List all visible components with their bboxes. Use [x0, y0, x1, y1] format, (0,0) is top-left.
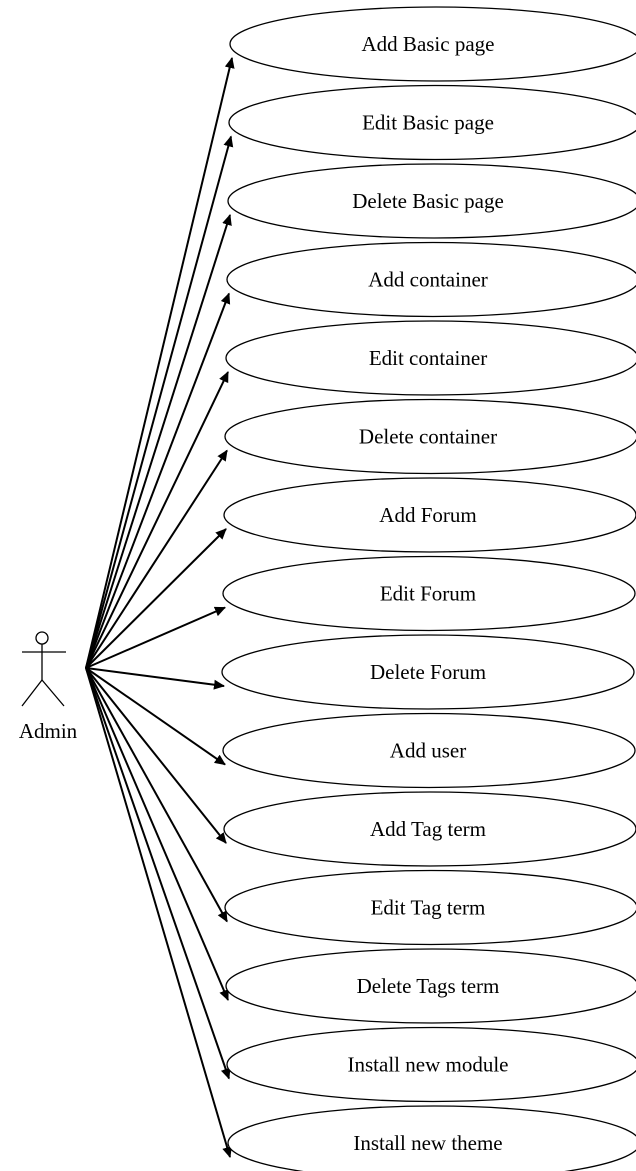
admin-actor: Admin	[19, 631, 78, 743]
use-case-delete-tags-term: Delete Tags term	[225, 948, 636, 1024]
use-case-label: Delete Basic page	[352, 189, 504, 213]
use-case-ellipse	[225, 948, 636, 1024]
use-case-label: Install new theme	[353, 1131, 502, 1155]
use-case-edit-forum: Edit Forum	[222, 555, 636, 632]
associations	[85, 57, 235, 1158]
use-case-ellipse	[223, 791, 636, 867]
use-case-ellipse	[227, 1105, 636, 1171]
use-case-ellipse	[222, 555, 636, 632]
use-case-ellipse	[222, 712, 636, 789]
use-case-label: Edit Basic page	[362, 111, 494, 135]
association-arrow-edit-tag-term	[85, 667, 228, 923]
use-case-delete-container: Delete container	[224, 398, 636, 475]
use-case-ellipse	[229, 6, 636, 82]
use-case-label: Edit Tag term	[371, 896, 486, 920]
association-arrow-add-basic-page	[85, 57, 235, 669]
use-case-label: Delete container	[359, 425, 497, 449]
use-case-label: Install new module	[348, 1053, 509, 1077]
association-arrow-add-user	[85, 667, 226, 766]
use-case-ellipse	[221, 634, 635, 710]
association-arrow-add-container	[85, 292, 231, 669]
association-arrow-delete-basic-page	[85, 214, 232, 669]
use-case-label: Delete Tags term	[357, 974, 500, 998]
use-case-ellipse	[226, 1026, 636, 1103]
use-case-ellipse	[227, 163, 636, 239]
association-arrow-install-new-module	[85, 667, 231, 1080]
association-arrow-edit-forum	[85, 606, 226, 669]
use-case-ellipse	[224, 398, 636, 475]
use-case-edit-basic-page: Edit Basic page	[228, 84, 636, 161]
actor-left-leg	[21, 679, 43, 707]
association-arrow-delete-forum	[85, 667, 225, 690]
use-case-add-tag-term: Add Tag term	[223, 791, 636, 867]
use-case-add-user: Add user	[222, 712, 636, 789]
use-case-install-new-theme: Install new theme	[227, 1105, 636, 1171]
use-case-label: Add Tag term	[370, 817, 486, 841]
association-arrow-add-tag-term	[85, 667, 227, 844]
use-case-ellipse	[225, 320, 636, 396]
use-case-label: Add Forum	[379, 503, 476, 527]
association-arrow-delete-container	[85, 449, 228, 669]
use-case-label: Add container	[368, 268, 488, 292]
use-case-edit-tag-term: Edit Tag term	[224, 869, 636, 946]
use-case-label: Add user	[390, 739, 466, 763]
association-arrow-edit-basic-page	[85, 135, 234, 669]
association-arrow-edit-container	[85, 371, 229, 669]
use-case-edit-container: Edit container	[225, 320, 636, 396]
actor-label: Admin	[19, 719, 78, 743]
use-case-ellipse	[223, 477, 636, 553]
use-case-ellipse	[228, 84, 636, 161]
use-case-ellipse	[226, 241, 636, 318]
actor-head-icon	[35, 631, 49, 645]
association-arrow-install-new-theme	[85, 667, 232, 1158]
use-case-label: Edit Forum	[380, 582, 476, 606]
association-arrow-add-forum	[85, 528, 227, 669]
association-arrow-delete-tags-term	[85, 667, 229, 1001]
use-case-add-container: Add container	[226, 241, 636, 318]
use-case-label: Edit container	[369, 346, 487, 370]
use-case-label: Delete Forum	[370, 660, 486, 684]
use-case-delete-basic-page: Delete Basic page	[227, 163, 636, 239]
use-case-label: Add Basic page	[362, 32, 495, 56]
use-case-install-new-module: Install new module	[226, 1026, 636, 1103]
use-case-add-forum: Add Forum	[223, 477, 636, 553]
use-case-delete-forum: Delete Forum	[221, 634, 635, 710]
actor-right-leg	[41, 679, 65, 707]
use-case-add-basic-page: Add Basic page	[229, 6, 636, 82]
use-case-ellipse	[224, 869, 636, 946]
